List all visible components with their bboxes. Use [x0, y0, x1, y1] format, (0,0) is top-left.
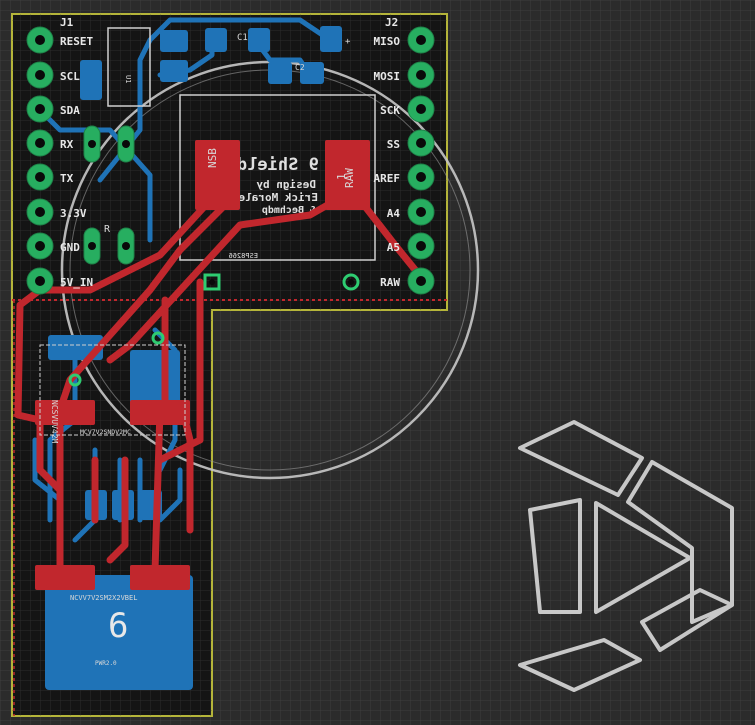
regulator-footprint: MCV7V2SNDV2MC NCSVUV42M: [39, 344, 186, 444]
big-part-sub: PWR2.0: [95, 660, 117, 667]
top-copper-pads: [35, 140, 370, 590]
triangle-chevron-logo-icon: [518, 420, 734, 692]
pad-label-plus: +: [345, 37, 351, 47]
esp-module-outline: [179, 94, 376, 261]
j2-label-6: A4: [387, 207, 401, 220]
header-j2-ref: J2: [385, 16, 398, 29]
ic-label: U1: [124, 75, 132, 83]
ic-footprint: U1: [107, 27, 151, 107]
j1-label-1: RESET: [60, 35, 93, 48]
via-round: [342, 273, 360, 291]
j2-label-8: RAW: [380, 276, 400, 289]
regulator-label: MCV7V2SNDV2MC: [80, 428, 131, 436]
j1-label-4: RX: [60, 138, 74, 151]
j2-label-1: MISO: [374, 35, 401, 48]
j2-label-7: A5: [387, 241, 400, 254]
j1-label-8: 5V_IN: [60, 276, 93, 289]
design-line-2: Erick Morales: [232, 191, 318, 204]
resistor-label: R: [104, 224, 111, 235]
j2-label-2: MOSI: [374, 70, 401, 83]
big-component: NCVV7V2SM2X2VBEL 6 PWR2.0: [70, 594, 137, 667]
j1-label-5: TX: [60, 172, 74, 185]
j2-label-4: SS: [387, 138, 400, 151]
design-line-1: Design by: [256, 178, 316, 191]
j2-label-3: SCK: [380, 104, 400, 117]
pad-label-c2: C2: [295, 63, 305, 72]
part-left-label: NSB: [206, 148, 219, 168]
pad-label-c1: C1: [237, 33, 248, 43]
header-j1: J1 RESET SCL SDA RX TX 3.3V GND 5V_IN: [26, 16, 93, 295]
top-copper-layer: [14, 191, 429, 574]
j1-label-3: SDA: [60, 104, 80, 117]
resistor-holes: [88, 140, 130, 250]
j1-label-2: SCL: [60, 70, 80, 83]
header-j2: J2 MISO MOSI SCK SS AREF A4 A5 RAW: [374, 16, 435, 295]
j1-label-6: 3.3V: [60, 207, 87, 220]
ic-left-label: NCSVUV42M: [50, 400, 59, 444]
header-j1-ref: J1: [60, 16, 74, 29]
module-label: ESP8266: [228, 252, 258, 260]
big-part-number: 6: [108, 606, 128, 646]
via-square: [203, 273, 221, 291]
big-part-label: NCVV7V2SM2X2VBEL: [70, 594, 137, 602]
resistor-pads: [83, 125, 135, 265]
part-right-number: 1: [335, 173, 348, 180]
design-line-3: & Bechmdp: [262, 205, 316, 216]
j1-label-7: GND: [60, 241, 80, 254]
vias: [68, 273, 360, 387]
j2-label-5: AREF: [374, 172, 401, 185]
part-right-label: RAW: [343, 168, 356, 188]
